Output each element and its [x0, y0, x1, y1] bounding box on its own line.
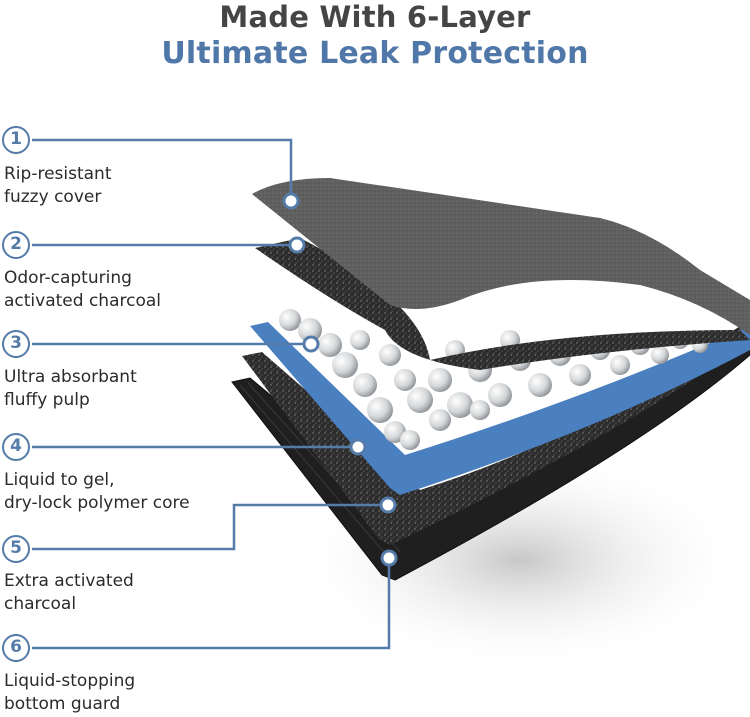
layer-label-6-line-2: bottom guard: [4, 694, 121, 714]
layer-label-3: Ultra absorbant fluffy pulp: [4, 366, 137, 412]
layer-number-badge-1: 1: [2, 126, 30, 154]
layer-number-badge-6: 6: [2, 634, 30, 662]
layer-label-3-line-2: fluffy pulp: [4, 390, 90, 410]
layer-number-badge-5: 5: [2, 535, 30, 563]
layer-label-2-line-2: activated charcoal: [4, 291, 161, 311]
layer-5-charcoal: [242, 320, 750, 545]
layer-label-4: Liquid to gel, dry-lock polymer core: [4, 469, 190, 515]
layer-label-3-line-1: Ultra absorbant: [4, 367, 137, 387]
layer-2-charcoal: [255, 238, 750, 370]
layer-label-4-line-1: Liquid to gel,: [4, 470, 115, 490]
layer-number-badge-4: 4: [2, 433, 30, 461]
callout-dot-4: [349, 438, 367, 456]
layer-label-5-line-1: Extra activated: [4, 571, 134, 591]
layer-label-1: Rip-resistant fuzzy cover: [4, 163, 112, 209]
callout-dot-1: [282, 192, 300, 210]
callout-dot-6: [380, 549, 398, 567]
headline-line-2: Ultimate Leak Protection: [161, 36, 589, 71]
callout-dot-5: [379, 496, 397, 514]
layer-3-pulp: [279, 309, 708, 450]
layer-label-5: Extra activated charcoal: [4, 570, 134, 616]
layer-label-5-line-2: charcoal: [4, 594, 77, 614]
layer-4-polymer-core: [250, 322, 750, 495]
layer-label-1-line-2: fuzzy cover: [4, 187, 102, 207]
layer-number-badge-2: 2: [2, 231, 30, 259]
callout-dot-3: [302, 335, 320, 353]
layer-1-fuzzy-cover: [252, 178, 750, 335]
layer-label-2-line-1: Odor-capturing: [4, 268, 132, 288]
headline-line-1: Made With 6-Layer: [219, 0, 531, 34]
layer-label-1-line-1: Rip-resistant: [4, 164, 112, 184]
callout-dot-2: [288, 236, 306, 254]
layer-label-4-line-2: dry-lock polymer core: [4, 493, 190, 513]
layer-label-2: Odor-capturing activated charcoal: [4, 267, 161, 313]
layer-label-6-line-1: Liquid-stopping: [4, 671, 136, 691]
layer-label-6: Liquid-stopping bottom guard: [4, 670, 135, 716]
layer-number-badge-3: 3: [2, 330, 30, 358]
